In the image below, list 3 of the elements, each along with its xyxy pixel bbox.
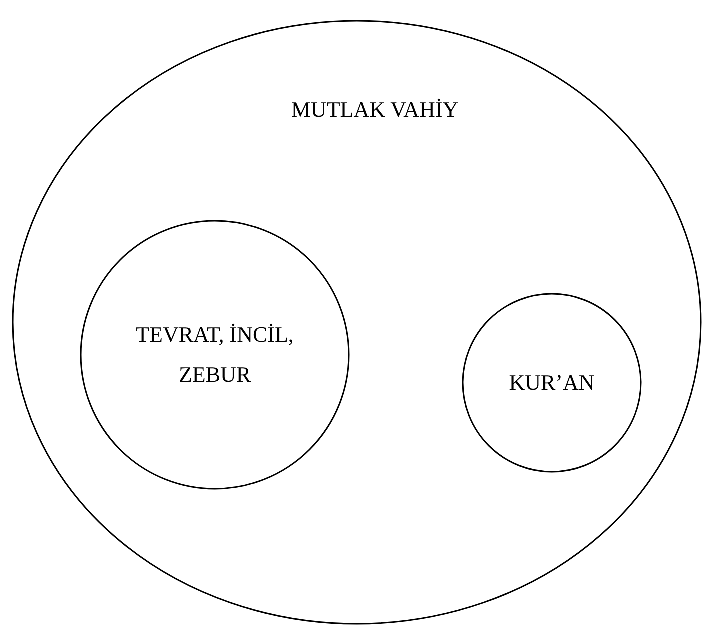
set-label: KUR’AN xyxy=(508,369,596,397)
set-label: MUTLAK VAHİY xyxy=(290,96,460,124)
set-label: TEVRAT, İNCİL, ZEBUR xyxy=(135,321,295,389)
